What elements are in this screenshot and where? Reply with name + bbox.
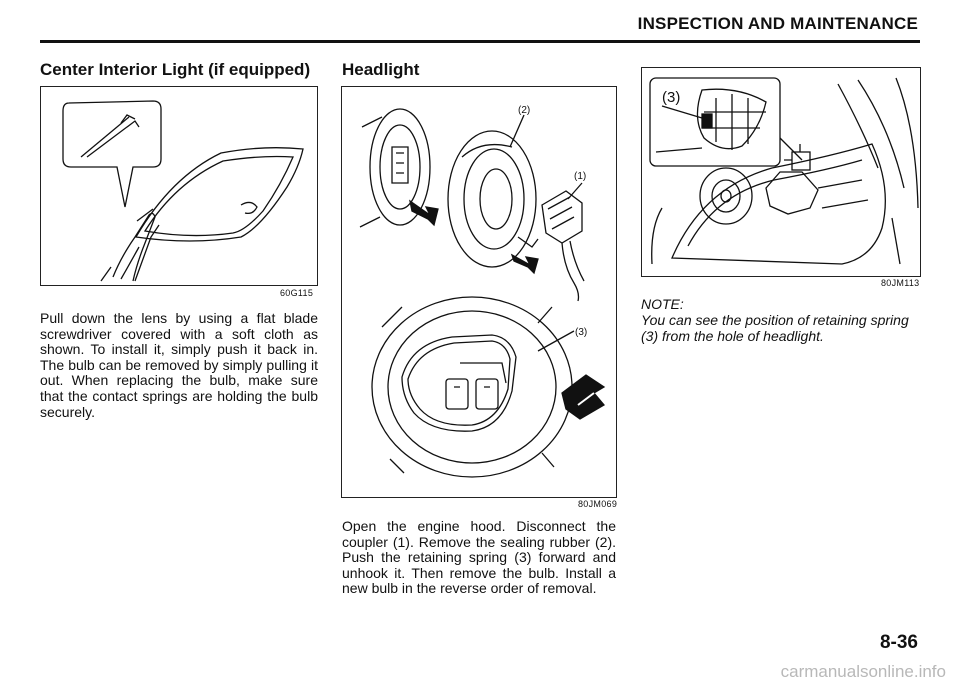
watermark: carmanualsonline.info <box>780 662 946 681</box>
headlight-figure: (2) (1) (3) <box>341 86 617 498</box>
headlight-heading: Headlight <box>342 60 420 79</box>
page-header-title: INSPECTION AND MAINTENANCE <box>637 14 918 33</box>
headlight-illustration: (2) (1) (3) <box>359 105 606 478</box>
note-text: You can see the position of retaining sp… <box>641 312 909 344</box>
headlight-hole-illustration: (3) <box>649 77 919 265</box>
center-light-figure <box>40 86 318 286</box>
callout-1: (1) <box>574 171 586 182</box>
headlight-figure-code: 80JM069 <box>578 499 618 509</box>
page-number: 8-36 <box>879 632 918 653</box>
center-light-instructions: Pull down the lens by using a flat blade… <box>40 310 318 420</box>
headlight-hole-figure: (3) <box>641 67 921 277</box>
headlight-hole-figure-code: 80JM113 <box>881 278 920 288</box>
callout-2: (2) <box>518 105 530 116</box>
center-light-figure-code: 60G115 <box>280 288 314 298</box>
header-rule <box>40 40 920 43</box>
callout-3: (3) <box>575 327 587 338</box>
right-callout-3: (3) <box>662 89 680 106</box>
headlight-instructions: Open the engine hood. Disconnect the cou… <box>342 518 616 597</box>
note-label: NOTE: <box>641 296 684 312</box>
center-light-illustration <box>62 100 304 282</box>
center-light-heading: Center Interior Light (if equipped) <box>40 60 311 79</box>
